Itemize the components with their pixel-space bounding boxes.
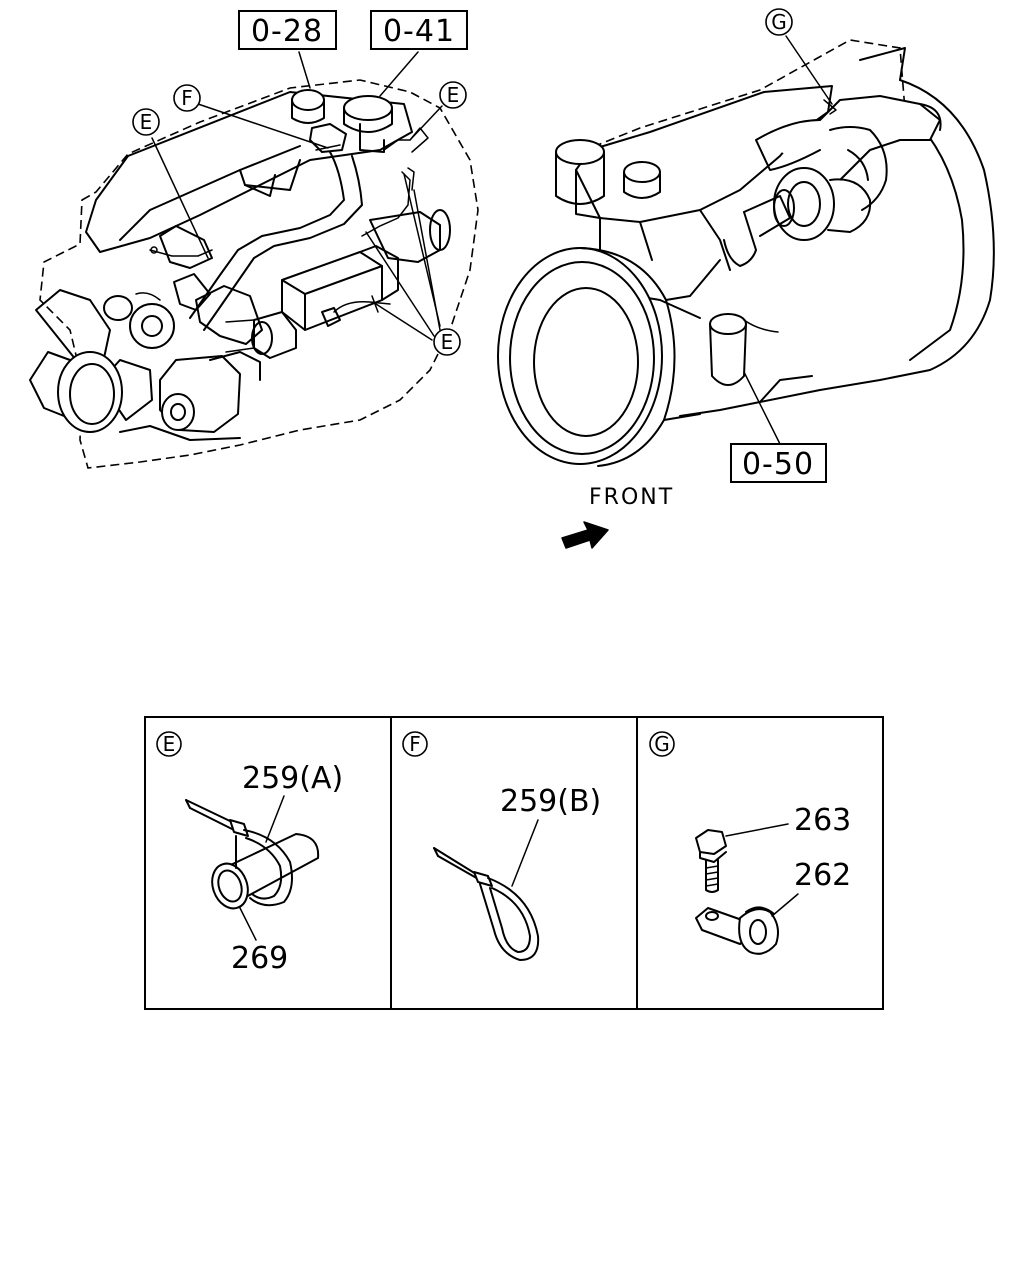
- callout-g-right-text: G: [771, 10, 787, 34]
- right-engine-illustration: [497, 39, 995, 467]
- ref-box-0-28-text: 0-28: [251, 14, 323, 49]
- callout-f-left-text: F: [181, 86, 193, 110]
- ref-box-0-50: 0-50: [730, 443, 827, 483]
- callout-e-left-3-text: E: [441, 330, 454, 354]
- panel-g-leader-262: [771, 893, 799, 917]
- front-arrow-icon: [561, 521, 609, 549]
- panel-g-part-262: 262: [794, 858, 851, 893]
- left-callout-leaders: [151, 51, 443, 341]
- ref-box-0-28: 0-28: [238, 10, 337, 50]
- panel-f-leader-259b: [511, 819, 539, 887]
- panel-e-leader-259a: [265, 795, 285, 843]
- right-callout-leaders: [743, 35, 837, 445]
- panel-e-part-259a: 259(A): [242, 761, 343, 796]
- panel-e-key: E: [156, 731, 182, 757]
- cable-tie-loop-drawing: [433, 847, 540, 961]
- cable-tie-with-tube-drawing: [185, 799, 320, 910]
- panel-e-leader-269: [239, 907, 257, 941]
- panel-e-key-text: E: [163, 732, 176, 756]
- left-engine-illustration: [29, 79, 479, 469]
- detail-panel-f: F 259(B): [402, 731, 601, 961]
- callout-f-left: F: [173, 84, 201, 112]
- panel-g-part-263: 263: [794, 803, 851, 838]
- panel-e-part-269: 269: [231, 941, 288, 976]
- clip-drawing: [695, 906, 779, 955]
- callout-e-left-1-text: E: [140, 110, 153, 134]
- panel-g-key: G: [649, 731, 675, 757]
- bolt-drawing: [695, 829, 727, 893]
- panel-f-key-text: F: [409, 732, 421, 756]
- front-label: FRONT: [589, 485, 674, 510]
- ref-box-0-50-text: 0-50: [742, 447, 814, 482]
- panel-g-key-text: G: [654, 732, 670, 756]
- ref-box-0-41-text: 0-41: [383, 14, 455, 49]
- callout-e-left-2-text: E: [447, 83, 460, 107]
- panel-f-part-259b: 259(B): [500, 784, 601, 819]
- detail-panels-frame: [144, 716, 884, 1010]
- callout-e-left-1: E: [132, 108, 160, 136]
- callout-e-left-2: E: [439, 81, 467, 109]
- detail-panel-g: G 263 262: [649, 731, 851, 955]
- panel-g-leader-263: [725, 823, 789, 837]
- panel-f-key: F: [402, 731, 428, 757]
- ref-box-0-41: 0-41: [370, 10, 468, 50]
- detail-panel-e: E 259(A) 269: [156, 731, 343, 976]
- callout-g-right: G: [765, 8, 793, 36]
- callout-e-left-3: E: [433, 328, 461, 356]
